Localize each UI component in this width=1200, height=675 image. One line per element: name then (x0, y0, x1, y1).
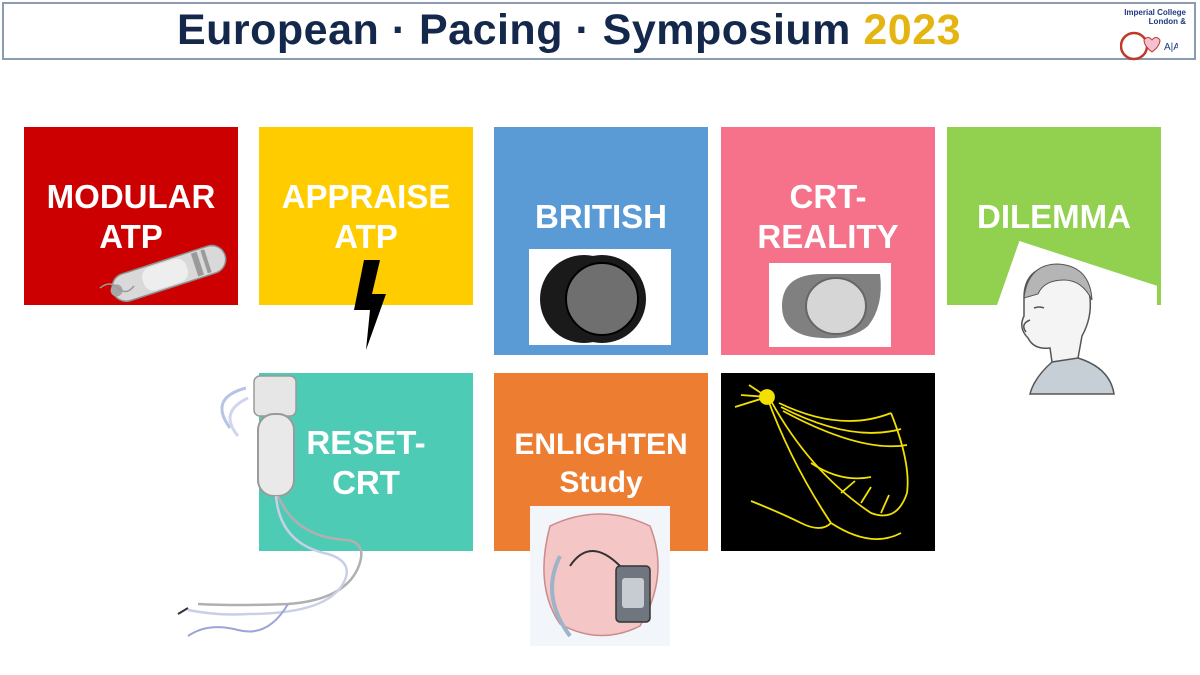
crt-device-icon (177, 375, 363, 637)
logo-badge: A|A (1164, 42, 1178, 53)
tile-label-line2: REALITY (757, 218, 899, 255)
elderly-person-icon (1021, 263, 1115, 395)
tile-label-line1: ENLIGHTEN (514, 428, 688, 461)
title-main: European · Pacing · Symposium (176, 6, 851, 54)
institution-logo-text: Imperial College London & (1120, 8, 1186, 26)
header-bar: European · Pacing · Symposium 2023 Imper… (2, 2, 1196, 61)
tile-label-line2: Study (559, 466, 643, 499)
nerve-network-icon (734, 384, 909, 540)
logo-line-1: Imperial College (1124, 8, 1186, 17)
tile-label-line2: CRT (332, 464, 400, 501)
logo-line-2: London & (1148, 17, 1186, 26)
heart-logo-icon: A|A (1120, 31, 1178, 61)
tile-dilemma[interactable]: DILEMMA (947, 127, 1161, 305)
tile-enlighten-study[interactable]: ENLIGHTEN Study (494, 373, 708, 551)
tile-nerve-network[interactable] (721, 373, 935, 551)
tile-label-line2: ATP (334, 218, 398, 255)
tile-label-line1: RESET- (306, 424, 426, 461)
heart-device-icon (530, 506, 670, 646)
leadless-pacemaker-icon (99, 244, 227, 303)
page-title: European · Pacing · Symposium 2023 (4, 6, 1134, 55)
oval-device-icon (782, 274, 881, 339)
tile-label-line1: CRT- (789, 178, 867, 215)
tile-label-line2: ATP (99, 218, 163, 255)
tile-label-line1: MODULAR (46, 178, 216, 215)
tile-appraise-atp[interactable]: APPRAISE ATP (259, 127, 473, 305)
title-year: 2023 (863, 6, 962, 54)
tile-label-line1: BRITISH (535, 198, 667, 235)
lightning-bolt-icon (354, 260, 386, 350)
tile-label-line1: DILEMMA (977, 198, 1131, 235)
tile-label-line1: APPRAISE (281, 178, 451, 215)
round-device-icon (540, 255, 646, 343)
